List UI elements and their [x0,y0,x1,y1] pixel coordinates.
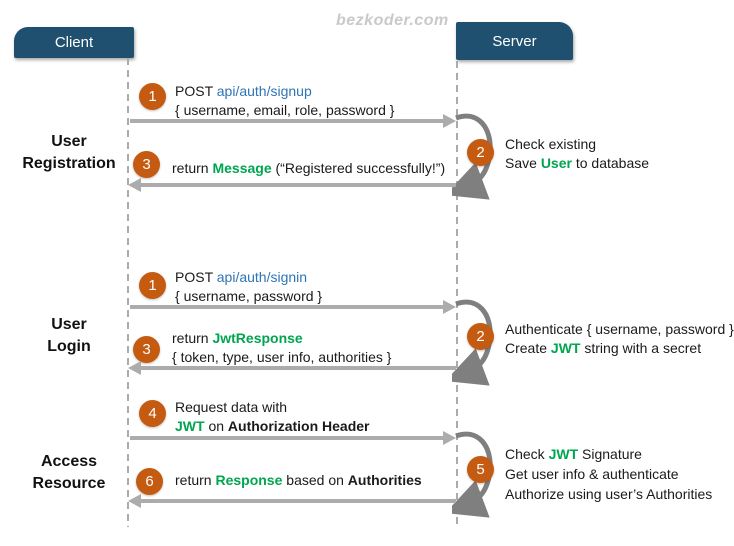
response-text: based on [282,472,348,488]
step-number: 1 [148,88,157,105]
step-badge: 4 [139,400,166,427]
response-arrow-line [141,499,456,503]
server-actor-box: Server [456,22,573,60]
note-text: Check [505,446,549,462]
section-label-line: User [51,133,87,150]
login-response-text: return JwtResponse { token, type, user i… [172,329,391,367]
request-arrow-line [130,119,443,123]
step-badge: 1 [139,83,166,110]
step-badge: 6 [136,468,163,495]
section-label-line: Access [40,453,98,470]
response-line-1: return JwtResponse [172,329,391,348]
arrow-right-icon [443,300,456,314]
note-line-2: Create JWT string with a secret [505,339,734,358]
section-label-line: Login [47,338,91,355]
keyword-response: Response [215,472,283,488]
response-payload: { token, type, user info, authorities } [172,349,392,365]
step-badge: 5 [467,456,494,483]
response-text: return [172,330,213,346]
request-payload: { username, password } [175,288,323,304]
arrow-right-icon [443,114,456,128]
keyword-message: Message [212,160,272,176]
request-line-1: POST api/auth/signin [175,268,322,287]
server-lifeline [456,61,458,527]
note-text: Signature [578,446,642,462]
arrow-left-icon [128,361,141,375]
request-arrow-line [130,436,443,440]
section-label-line: Resource [32,475,106,492]
response-text: (“Registered successfully!”) [271,160,446,176]
response-text: return [172,160,213,176]
access-server-note: Check JWT Signature Get user info & auth… [505,444,712,504]
step-number: 1 [148,277,157,294]
section-label-user-login: User Login [4,314,134,358]
authorities-label: Authorities [347,472,422,488]
endpoint-link: api/auth/signin [216,269,308,285]
request-line-1: Request data with [175,399,288,415]
step-badge: 2 [467,139,494,166]
keyword-jwt: JWT [548,446,579,462]
response-arrow-line [141,366,456,370]
registration-response-text: return Message (“Registered successfully… [172,159,445,178]
note-line-3: Authorize using user’s Authorities [505,486,713,502]
login-server-note: Authenticate { username, password } Crea… [505,320,734,358]
note-text: string with a secret [580,340,702,356]
section-label-line: Registration [22,155,116,172]
auth-header-label: Authorization Header [227,418,370,434]
note-text: Save [505,155,541,171]
http-method: POST [175,269,217,285]
request-arrow-line [130,305,443,309]
arrow-left-icon [128,178,141,192]
arrow-right-icon [443,431,456,445]
step-number: 6 [145,473,154,490]
access-response-text: return Response based on Authorities [175,471,422,490]
request-text: on [204,418,228,434]
note-line-1: Check existing [505,136,597,152]
keyword-jwtresponse: JwtResponse [212,330,303,346]
note-text: Create [505,340,551,356]
step-number: 4 [148,405,157,422]
step-number: 2 [476,328,485,345]
note-line-1: Authenticate { username, password } [505,321,734,337]
endpoint-link: api/auth/signup [216,83,312,99]
step-number: 3 [142,341,151,358]
request-payload: { username, email, role, password } [175,102,395,118]
step-badge: 3 [133,336,160,363]
client-actor-label: Client [54,34,94,51]
step-number: 5 [476,461,485,478]
http-method: POST [175,83,217,99]
section-label-line: User [51,316,87,333]
note-line-2: Get user info & authenticate [505,466,679,482]
note-line-1: Check JWT Signature [505,444,712,464]
section-label-user-registration: User Registration [4,131,134,175]
registration-server-note: Check existing Save User to database [505,135,649,173]
response-arrow-line [141,183,456,187]
access-request-text: Request data with JWT on Authorization H… [175,398,370,436]
client-lifeline [127,58,129,527]
keyword-jwt: JWT [175,418,205,434]
note-line-2: Save User to database [505,154,649,173]
response-text: return [175,472,216,488]
step-badge: 3 [133,151,160,178]
section-label-access-resource: Access Resource [4,451,134,495]
step-number: 3 [142,156,151,173]
request-line-1: POST api/auth/signup [175,82,394,101]
keyword-user: User [540,155,572,171]
watermark: bezkoder.com [336,12,449,29]
step-badge: 2 [467,323,494,350]
keyword-jwt: JWT [550,340,581,356]
arrow-left-icon [128,494,141,508]
note-text: to database [571,155,650,171]
request-line-2: JWT on Authorization Header [175,417,370,436]
client-actor-box: Client [14,27,134,58]
step-number: 2 [476,144,485,161]
server-actor-label: Server [492,32,537,50]
step-badge: 1 [139,272,166,299]
login-request-text: POST api/auth/signin { username, passwor… [175,268,322,306]
registration-request-text: POST api/auth/signup { username, email, … [175,82,394,120]
